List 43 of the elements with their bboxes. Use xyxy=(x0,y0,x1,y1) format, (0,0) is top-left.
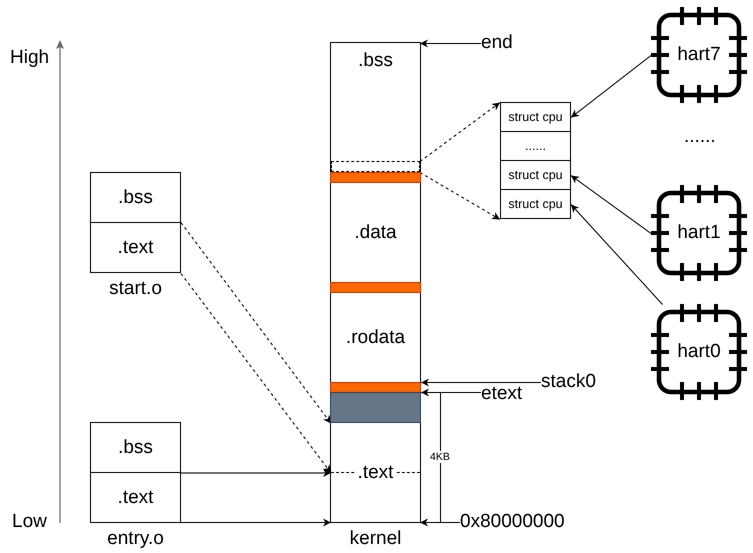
address-label: etext xyxy=(481,383,522,405)
section-label: .text xyxy=(118,236,154,258)
section-label: .text xyxy=(118,486,154,508)
axis-label: High xyxy=(10,47,50,69)
arrow xyxy=(420,388,482,396)
chip-label: hart7 xyxy=(677,44,721,66)
chip-label: hart0 xyxy=(677,341,721,363)
axis-label: Low xyxy=(12,511,47,533)
file-name-label: entry.o xyxy=(107,528,164,549)
dashed-arrow xyxy=(420,172,500,220)
dimension-label: 4KB xyxy=(430,451,450,463)
chip-label: hart1 xyxy=(677,222,721,244)
memory-band xyxy=(330,282,421,293)
dashed-arrow xyxy=(180,273,332,474)
address-label: 0x80000000 xyxy=(460,511,565,533)
section-label: .bss xyxy=(118,436,153,458)
file-name-label: start.o xyxy=(109,278,162,299)
dashed-arrow xyxy=(420,102,500,162)
row-label: struct cpu xyxy=(508,168,563,182)
arrow xyxy=(570,175,652,234)
arrow xyxy=(570,204,664,305)
memory-band xyxy=(330,392,421,423)
row-label: ...... xyxy=(525,138,546,154)
struct-row xyxy=(500,160,571,190)
address-label: stack0 xyxy=(541,371,596,393)
arrow xyxy=(420,518,460,526)
file-name-label: kernel xyxy=(350,528,402,549)
ellipsis-label: ...... xyxy=(684,126,716,148)
struct-row xyxy=(500,189,571,219)
arrow xyxy=(420,40,482,48)
arrow xyxy=(180,518,332,526)
dashed-arrow xyxy=(180,222,332,424)
arrow xyxy=(570,55,652,118)
address-label: end xyxy=(481,32,513,54)
row-label: struct cpu xyxy=(508,110,563,124)
arrow xyxy=(180,469,332,477)
section-label: .bss xyxy=(118,186,153,208)
arrow xyxy=(420,378,542,386)
memory-band xyxy=(330,382,421,393)
memory-band xyxy=(330,172,421,183)
struct-row xyxy=(500,102,571,132)
struct-row xyxy=(500,131,571,161)
row-label: struct cpu xyxy=(508,196,563,212)
